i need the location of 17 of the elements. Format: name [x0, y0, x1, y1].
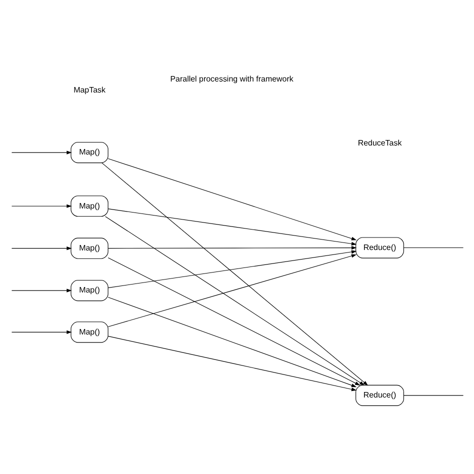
arrow — [107, 254, 356, 327]
connector — [403, 246, 464, 248]
arrow — [107, 208, 356, 245]
arrow — [107, 256, 360, 386]
arrow — [101, 162, 368, 386]
arrow — [10, 246, 72, 250]
arrow — [10, 288, 72, 292]
arrow — [107, 250, 356, 288]
arrow — [107, 296, 356, 387]
arrow — [104, 216, 364, 386]
arrow — [107, 246, 356, 250]
arrow — [107, 158, 356, 240]
arrow — [10, 330, 72, 334]
arrow — [107, 335, 356, 391]
connector — [403, 394, 464, 396]
arrow — [10, 150, 72, 154]
arrow — [10, 204, 72, 208]
